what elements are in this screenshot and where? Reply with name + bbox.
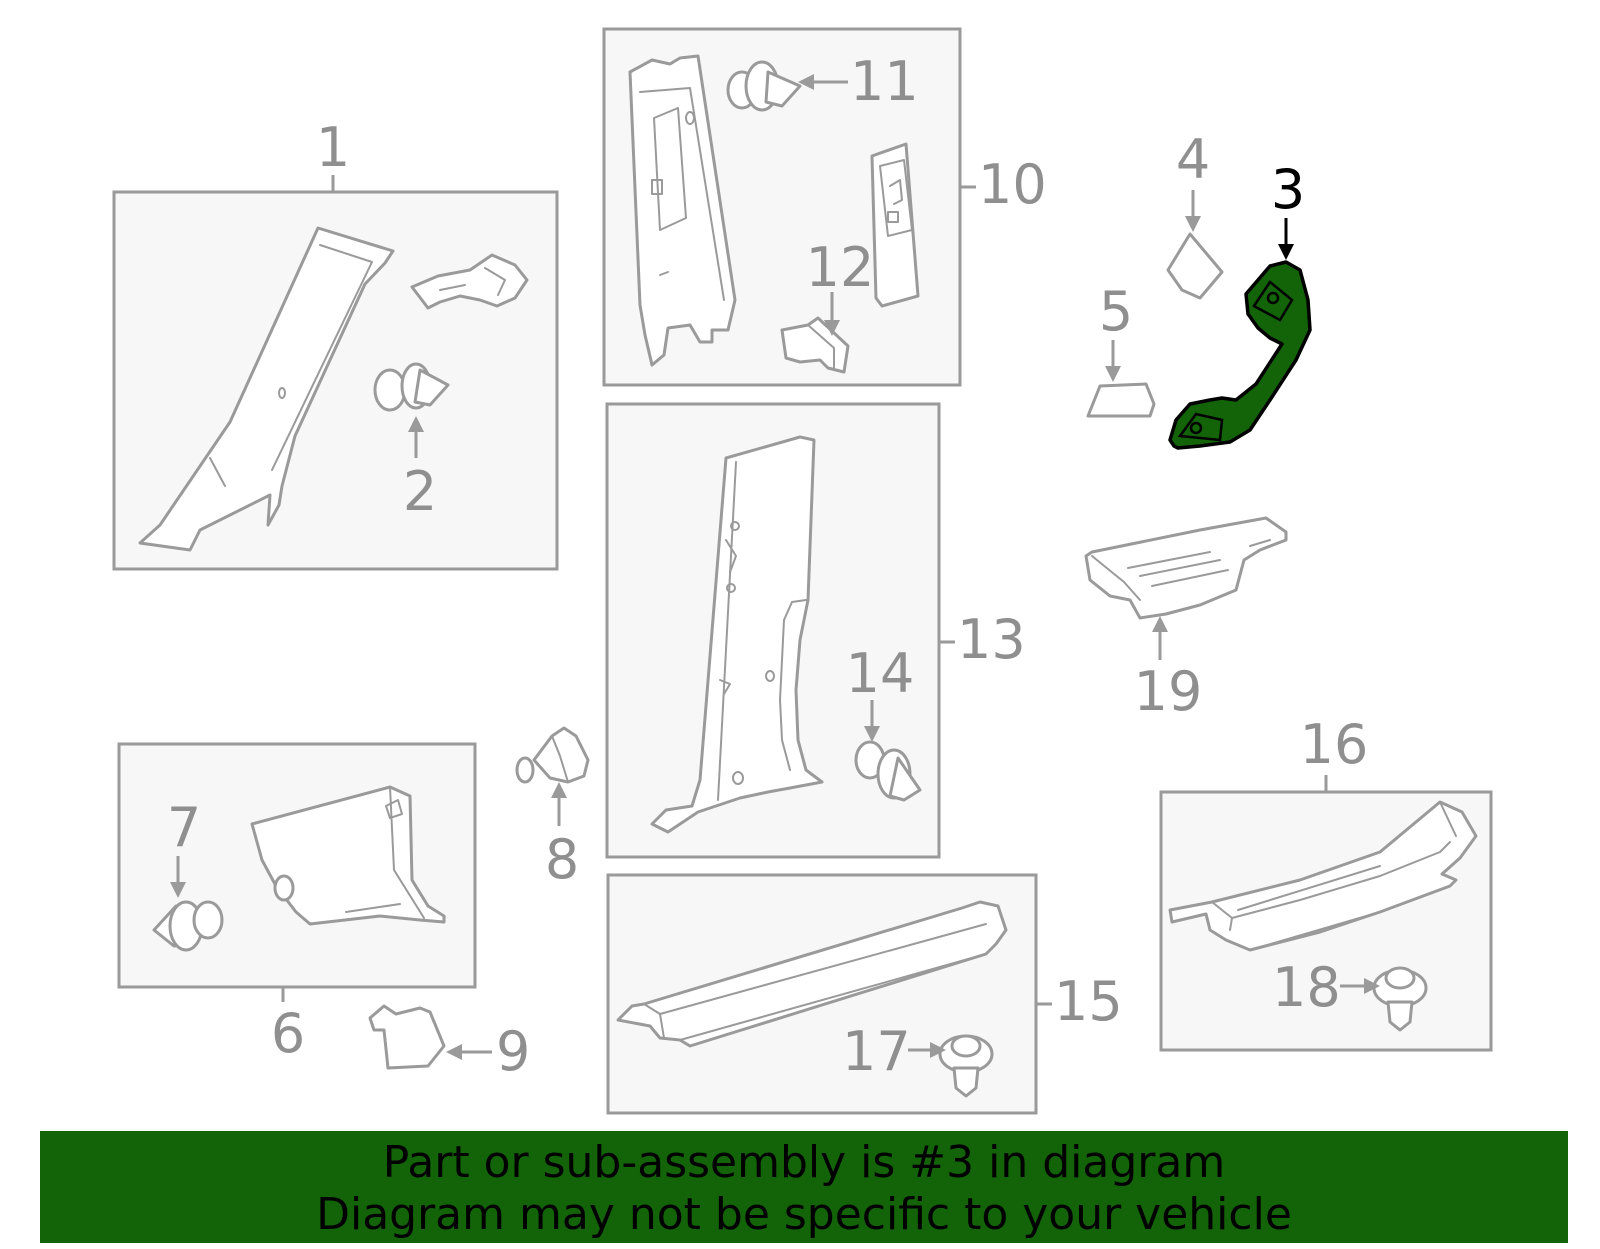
callout-2: 2 bbox=[403, 460, 437, 523]
callout-1: 1 bbox=[316, 116, 350, 179]
part-3-assist-grip-highlighted[interactable]: 3 bbox=[1168, 158, 1312, 450]
info-banner: Part or sub-assembly is #3 in diagram Di… bbox=[40, 1131, 1568, 1243]
part-1-pillar-trim bbox=[138, 226, 395, 552]
callout-16: 16 bbox=[1300, 713, 1369, 776]
part-9-bracket: 9 bbox=[368, 1004, 530, 1083]
callout-7: 7 bbox=[167, 796, 201, 859]
group-box-13: 13 14 bbox=[605, 402, 1026, 859]
callout-4: 4 bbox=[1176, 128, 1210, 191]
callout-12: 12 bbox=[806, 236, 875, 299]
part-3-shape[interactable] bbox=[1168, 260, 1312, 450]
callout-13: 13 bbox=[957, 608, 1026, 671]
part-14-clip bbox=[854, 740, 922, 802]
callout-8: 8 bbox=[545, 828, 579, 891]
group-box-15: 15 17 bbox=[606, 873, 1123, 1115]
callout-3: 3 bbox=[1271, 158, 1305, 221]
part-1-bracket bbox=[410, 253, 529, 310]
callout-18: 18 bbox=[1272, 956, 1341, 1019]
banner-line-2: Diagram may not be specific to your vehi… bbox=[316, 1189, 1292, 1240]
part-15-scuff-plate bbox=[616, 900, 1008, 1048]
part-4-cap: 4 bbox=[1166, 128, 1224, 300]
part-10-pillar-upper bbox=[628, 54, 737, 367]
part-8-grommet: 8 bbox=[515, 726, 590, 891]
part-6-trim bbox=[250, 785, 446, 926]
part-5-cap: 5 bbox=[1086, 280, 1156, 418]
part-19-trim: 19 bbox=[1084, 516, 1288, 723]
callout-9: 9 bbox=[496, 1020, 530, 1083]
part-16-scuff-plate bbox=[1168, 800, 1478, 952]
callout-19: 19 bbox=[1134, 660, 1203, 723]
part-10-side-panel bbox=[870, 142, 920, 308]
callout-10: 10 bbox=[978, 153, 1047, 216]
group-box-1: 1 2 bbox=[112, 116, 559, 571]
part-7-clip bbox=[152, 900, 224, 952]
callout-17: 17 bbox=[842, 1020, 911, 1083]
callout-15: 15 bbox=[1054, 970, 1123, 1033]
callout-5: 5 bbox=[1099, 280, 1133, 343]
callout-6: 6 bbox=[271, 1002, 305, 1065]
group-box-10: 10 11 1 bbox=[602, 27, 1047, 387]
callout-11: 11 bbox=[850, 50, 919, 113]
group-box-16: 16 18 bbox=[1159, 713, 1493, 1052]
group-box-6: 6 7 bbox=[117, 742, 477, 1065]
part-11-clip bbox=[726, 60, 802, 112]
part-17-clip bbox=[938, 1034, 994, 1098]
callout-14: 14 bbox=[846, 642, 915, 705]
banner-line-1: Part or sub-assembly is #3 in diagram bbox=[382, 1137, 1226, 1188]
part-2-clip bbox=[373, 362, 450, 412]
part-13-pillar-lower bbox=[650, 435, 824, 834]
